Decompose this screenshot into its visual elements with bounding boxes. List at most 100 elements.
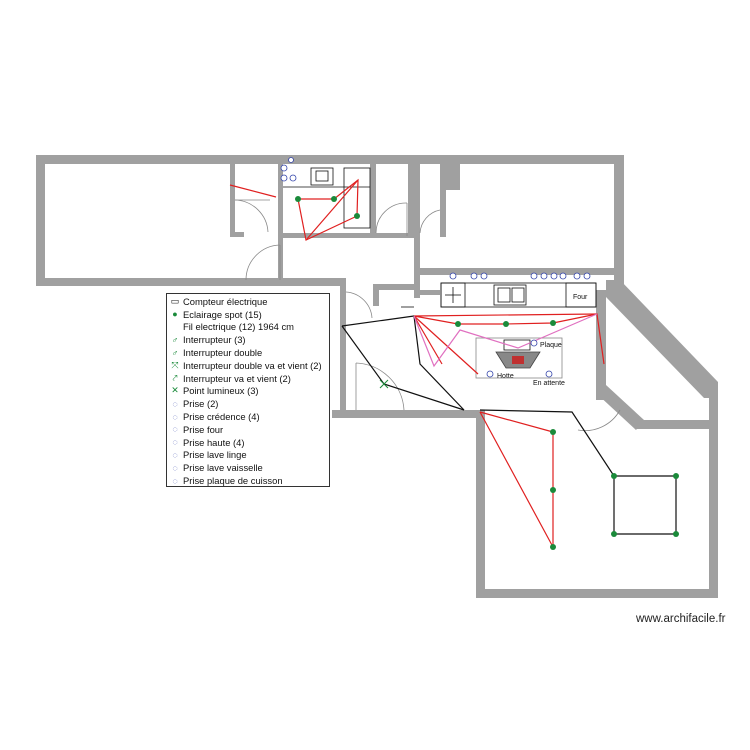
wall-bottom-left [36, 278, 346, 286]
outlet-icon [288, 157, 294, 163]
legend-row: ◌ Prise four [169, 423, 329, 436]
kitchen-appliances [283, 167, 597, 379]
wall-right-top [614, 155, 624, 290]
legend-label: Interrupteur va et vient (2) [183, 372, 291, 384]
hood-inner [512, 356, 524, 364]
wire-red-kitchen-3 [413, 315, 479, 375]
bath-sink [310, 167, 334, 186]
door-arc-7 [577, 409, 621, 431]
legend-label: Prise lave vaisselle [183, 462, 263, 474]
spot-light-icon [503, 321, 509, 327]
wall-bath-small-2 [373, 284, 379, 306]
meter-icon: ▭ [170, 295, 180, 306]
legend-row: ●Eclairage spot (15) [169, 308, 329, 321]
legend-row: ◌Prise lave linge [169, 449, 329, 462]
spot-light-icon [550, 320, 556, 326]
high-outlet-icon: ◌ [172, 437, 178, 448]
wall-int-8 [446, 164, 460, 190]
door-arc-1 [234, 199, 269, 233]
oven-outlet-icon: ◌ [172, 424, 178, 435]
wall-hall-left-2 [340, 365, 346, 415]
outlet-icon [530, 339, 538, 347]
legend-row: ⤤ Interrupteur va et vient (2) [169, 372, 329, 385]
outlet-icon [449, 272, 457, 280]
outlet-icon [280, 174, 288, 182]
legend-label: Prise four [183, 423, 224, 435]
wall-bath-small [373, 284, 414, 290]
sink-inner [497, 287, 511, 303]
legend-label: Fil electrique (12) 1964 cm [183, 321, 294, 333]
wall-hall-left [340, 278, 346, 370]
legend-label: Prise crédence (4) [183, 411, 260, 423]
cooktop-outlet-icon: ◌ [172, 475, 178, 486]
spot-light-icon [331, 196, 337, 202]
spot-light-icon [611, 473, 617, 479]
bath-sink-inner [315, 170, 329, 182]
legend-row: ◌Prise haute (4) [169, 436, 329, 449]
wall-diagonal-lower [596, 385, 644, 430]
wall-top-left [36, 155, 624, 164]
spot-light-icon [455, 321, 461, 327]
wall-int-5 [283, 233, 419, 238]
double-two-way-switch-icon: ⤧ [171, 359, 179, 370]
two-way-switch-icon: ⤤ [172, 372, 178, 383]
walls [36, 155, 718, 598]
outlet-icon [280, 164, 288, 172]
wall-int-2 [230, 232, 244, 237]
legend-label: Prise plaque de cuisson [183, 475, 283, 487]
switch-icon: ♂ [171, 334, 179, 345]
legend-row: ✕Point lumineux (3) [169, 385, 329, 398]
outlet-icon [530, 272, 538, 280]
outlet-icon [559, 272, 567, 280]
wire-pink-kitchen [413, 313, 598, 368]
wire-red-kitchen-4 [413, 315, 443, 365]
legend-row: ♂ Interrupteur double [169, 346, 329, 359]
wire-red-bath-2 [298, 178, 359, 217]
door-arc-5 [345, 291, 373, 319]
wall-int-6 [408, 155, 414, 237]
wire-black-square [613, 475, 677, 535]
legend-label: Interrupteur double [183, 347, 263, 359]
outlet-icon: ◌ [172, 398, 178, 409]
spot-lights [295, 196, 679, 550]
wall-kitchen-mid [420, 290, 440, 295]
legend-label: Prise lave linge [183, 449, 247, 461]
wire-red-bath [229, 184, 277, 198]
outlet-icon [583, 272, 591, 280]
counter-outlet-icon: ◌ [172, 411, 178, 422]
outlet-icon [480, 272, 488, 280]
cooktop-box [503, 339, 531, 351]
shower-box [343, 167, 371, 229]
plaque-label: Plaque [540, 342, 562, 349]
outlet-icon [470, 272, 478, 280]
island-box [475, 337, 563, 379]
legend-label: Interrupteur double va et vient (2) [183, 359, 322, 371]
legend-label: Compteur électrique [183, 295, 268, 307]
legend-row: ◌ Prise plaque de cuisson [169, 474, 329, 487]
wall-diagonal-upper [606, 280, 718, 398]
legend-label: Prise (2) [183, 398, 219, 410]
legend-row: ▭Compteur électrique [169, 295, 329, 308]
wall-int-1 [230, 155, 235, 235]
wire-black-hall-3 [413, 315, 465, 411]
spot-light-icon [354, 213, 360, 219]
door-arc-2 [245, 244, 281, 281]
wire-black-hall [341, 315, 415, 327]
wall-left [36, 155, 45, 285]
fridge-box [440, 282, 466, 308]
double-switch-icon: ♂ [171, 347, 179, 358]
door-arc-3 [375, 202, 408, 234]
en-attente-label: En attente [533, 380, 565, 387]
wire-red-lower [479, 411, 554, 548]
legend-row: ♂Interrupteur (3) [169, 333, 329, 346]
spot-light-icon [611, 531, 617, 537]
legend-row: ◌Prise lave vaisselle [169, 461, 329, 474]
wall-int-4 [370, 155, 376, 237]
wall-hall-bottom [332, 410, 484, 418]
plan-text: Four Plaque Hotte En attente [497, 294, 588, 387]
watermark[interactable]: www.archifacile.fr [636, 613, 726, 625]
four-label: Four [573, 294, 588, 301]
outlet-icon [486, 370, 494, 378]
legend-row: ◌ Prise (2) [169, 397, 329, 410]
wall-hall-right [414, 236, 420, 298]
